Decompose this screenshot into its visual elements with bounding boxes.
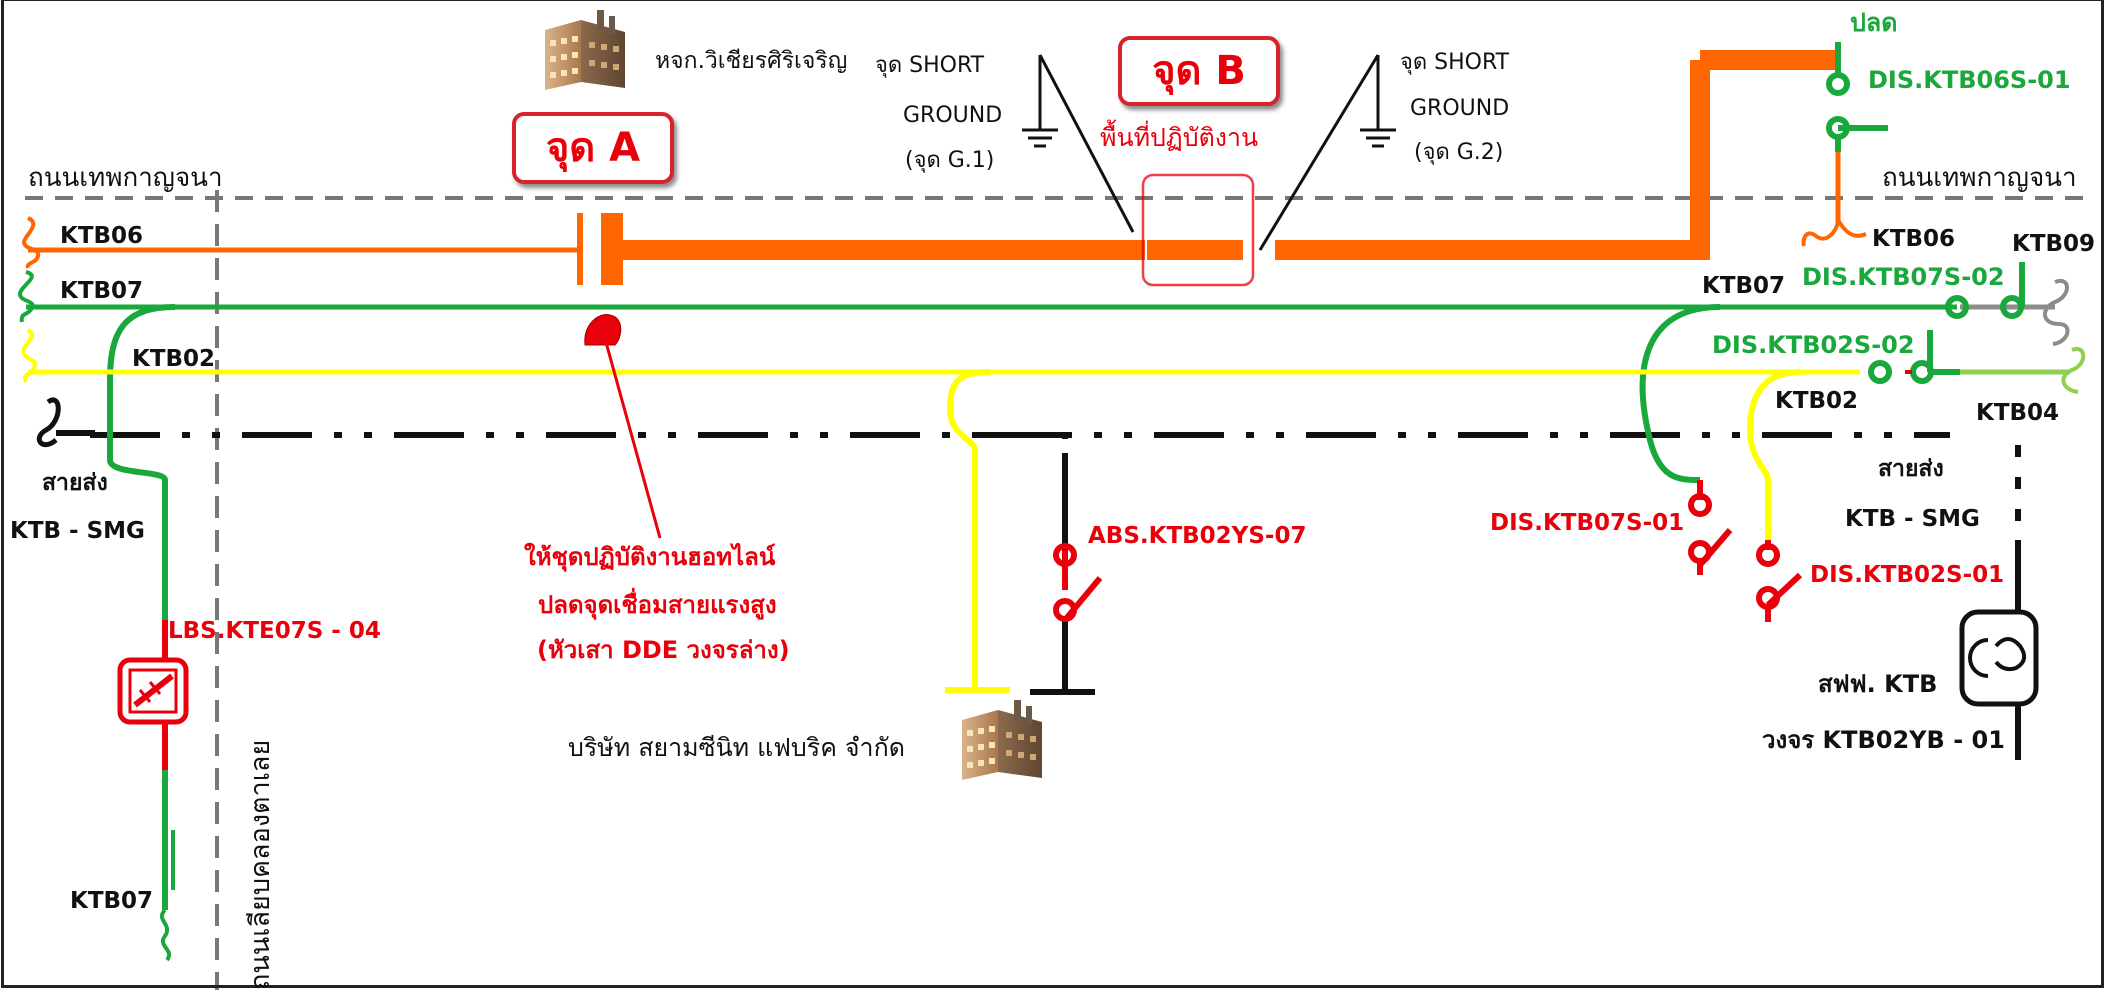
feeder-ktb06 (21, 50, 1867, 285)
work-area-box (1141, 173, 1255, 287)
point-a-label: จุด A (512, 112, 674, 184)
work-area-label: พื้นที่ปฏิบัติงาน (1100, 123, 1259, 152)
left-ktb06-label: KTB06 (60, 223, 144, 249)
right-transmission-label-2: KTB - SMG (1845, 506, 1980, 532)
factory-icon (962, 700, 1042, 780)
road-label-top-right: ถนนเทพกาญจนา (1882, 163, 2077, 193)
left-transmission-label-2: KTB - SMG (10, 518, 145, 544)
substation-label: สฟฟ. KTB (1818, 670, 1938, 698)
left-transmission-label-1: สายส่ง (42, 470, 108, 496)
substation-icon (1959, 609, 2039, 707)
bottom-ktb07-label: KTB07 (70, 888, 154, 914)
factory-bottom-label: บริษัท สยามซีนิท แฟบริค จำกัด (568, 733, 905, 762)
switch-icon (1053, 543, 1103, 622)
right-ktb09-label: KTB09 (2012, 231, 2096, 257)
switch-icon (1826, 42, 2025, 384)
switch-icon (1688, 480, 1733, 575)
dis-ktb07s02-label: DIS.KTB07S-02 (1802, 263, 2005, 291)
abs-tap (975, 432, 1095, 695)
factory-top-label: หจก.วิเชียรศิริเจริญ (655, 48, 848, 74)
dis-ktb07s01-label: DIS.KTB07S-01 (1490, 510, 1685, 536)
annotation-line-2: ปลดจุดเชื่อมสายแรงสูง (538, 591, 777, 619)
left-ktb07-label: KTB07 (60, 278, 144, 304)
feeder-ktb07 (17, 270, 2070, 962)
lbs-icon (117, 657, 189, 725)
lbs-switch-label: LBS.KTE07S - 04 (168, 618, 381, 644)
ground-icon (1258, 54, 1396, 251)
road-label-vertical: ถนนเลียบคลองตาเลย (245, 739, 276, 990)
dis-ktb02s02-label: DIS.KTB02S-02 (1712, 331, 1915, 359)
right-transmission-label-1: สายส่ง (1878, 456, 1944, 482)
annotation-line-3: (หัวเสา DDE วงจรล่าง) (537, 636, 790, 664)
right-ktb06-label: KTB06 (1872, 226, 1956, 252)
ground-1-line-3: (จุด G.1) (905, 148, 995, 173)
right-ktb04-label: KTB04 (1976, 400, 2060, 426)
factory-icon (545, 10, 625, 90)
road-label-top-left: ถนนเทพกาญจนา (28, 163, 223, 193)
dis-ktb02s01-label: DIS.KTB02S-01 (1810, 562, 2005, 588)
right-ktb07-label: KTB07 (1702, 273, 1786, 299)
switch-icon (1756, 540, 1803, 622)
transmission-left-wiggle (36, 397, 61, 448)
ground-2-line-2: GROUND (1410, 96, 1510, 121)
feeder-ktb02 (21, 328, 2086, 693)
abs-switch-label: ABS.KTB02YS-07 (1088, 523, 1307, 549)
annotation-line-1: ให้ชุดปฏิบัติงานฮอทไลน์ (524, 543, 776, 571)
point-b-label: จุด B (1118, 36, 1280, 106)
right-ktb02-label: KTB02 (1775, 388, 1859, 414)
open-status-label: ปลด (1850, 8, 1898, 37)
ground-1-line-2: GROUND (903, 103, 1003, 128)
ground-2-line-3: (จุด G.2) (1414, 140, 1504, 165)
ground-1-line-1: จุด SHORT (875, 53, 985, 78)
circuit-label: วงจร KTB02YB - 01 (1762, 726, 2005, 754)
hot-clamp-icon (584, 314, 662, 539)
dis-ktb06s01-label: DIS.KTB06S-01 (1868, 66, 2071, 94)
ground-icon (1022, 54, 1135, 233)
ground-2-line-1: จุด SHORT (1400, 50, 1510, 75)
left-ktb02-label: KTB02 (132, 346, 216, 372)
